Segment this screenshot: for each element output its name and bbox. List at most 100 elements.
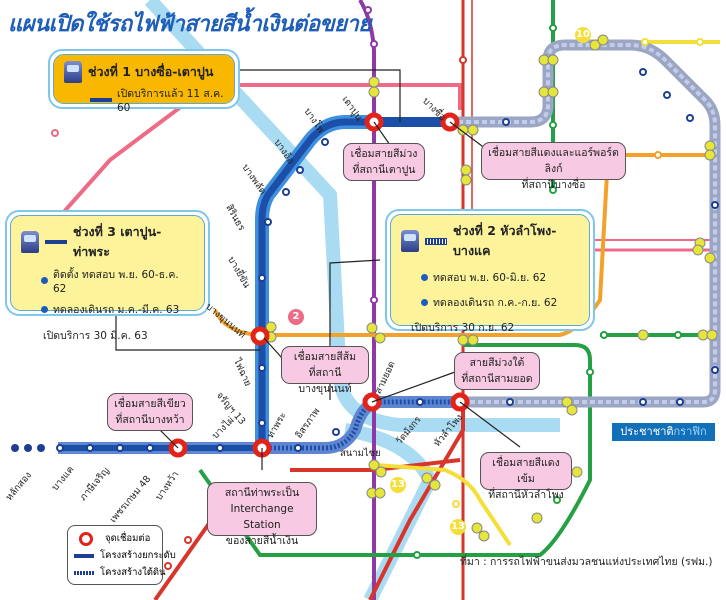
interchange-bang-khun-non [250, 326, 270, 346]
brand-part-2: กราฟิก [673, 425, 707, 438]
phase-3-heading: ช่วงที่ 3 เตาปูน-ท่าพระ [73, 224, 162, 259]
red-line-south [368, 400, 465, 600]
green-line-mid [198, 343, 592, 557]
station-markers [56, 68, 719, 452]
blue-existing-loop-dash [450, 43, 717, 404]
station-marker [506, 398, 514, 406]
callout-text: ของสายสีน้ำเงิน [225, 535, 299, 547]
callout-text: ที่สถานีบางขุนนนท์ [298, 367, 352, 395]
line-badge-gold-13b: 13 [450, 519, 466, 535]
elevated-line-icon [74, 553, 94, 558]
callout-text: ที่สถานีเตาปูน [352, 164, 416, 176]
orange-line [213, 153, 720, 337]
underground-line-icon [425, 237, 447, 245]
station-marker [258, 274, 266, 282]
brand-logo: ประชาชาติกราฟิก [612, 423, 715, 441]
interchange-ring-icon [79, 531, 93, 546]
station-marker [296, 166, 304, 174]
callout-text: เชื่อมสายสีแดงเข้ม [492, 457, 560, 485]
station-marker [258, 364, 266, 372]
bullet-icon [41, 306, 48, 313]
phase-2-card: ช่วงที่ 2 หัวลำโพง-บางแค ทดสอบ พ.ย. 60-ม… [385, 209, 595, 334]
station-marker [711, 201, 719, 209]
station-marker [663, 91, 671, 99]
phase-3-step-2: ทดลองเดินรถ ม.ค.-มี.ค. 63 [53, 304, 180, 316]
phase-3-opening: เปิดบริการ 30 มี.ค. 63 [43, 330, 148, 342]
purple-line [358, 0, 376, 600]
leader-lines [115, 69, 521, 470]
callout-bang-khun-non: เชื่อมสายสีส้ม ที่สถานีบางขุนนนท์ [281, 346, 369, 395]
continuation-dot [11, 444, 19, 452]
station-marker [639, 398, 647, 406]
phase3-track [258, 118, 374, 448]
elevated-line-icon [45, 240, 67, 244]
phase-2-opening: เปิดบริการ 30 ก.ย. 62 [411, 322, 515, 334]
station-marker [56, 444, 64, 452]
line-badge-orange-2: 2 [288, 309, 304, 325]
legend-interchange: จุดเชื่อมต่อ [105, 533, 151, 544]
callout-text: เชื่อมสายสีเขียว [114, 398, 186, 410]
map-legend: จุดเชื่อมต่อ โครงสร้างยกระดับ โครงสร้างใ… [67, 525, 176, 585]
bullet-icon [41, 277, 48, 284]
bullet-icon [421, 274, 428, 281]
station-marker [116, 444, 124, 452]
legend-underground: โครงสร้างใต้ดิน [100, 567, 166, 578]
callout-bang-wa: เชื่อมสายสีเขียว ที่สถานีบางหว้า [107, 393, 193, 431]
callout-sam-yot: สายสีม่วงใต้ ที่สถานีสามยอด [454, 352, 540, 390]
station-marker [711, 366, 719, 374]
legend-elevated: โครงสร้างยกระดับ [100, 550, 176, 561]
phase-2-step-2: ทดลองเดินรถ ก.ค.-ก.ย. 62 [433, 297, 558, 309]
station-marker [416, 398, 424, 406]
transfer-dots [265, 34, 718, 542]
phase-1-status: เปิดบริการแล้ว 11 ส.ค. 60 [117, 88, 224, 114]
phase-3-card: ช่วงที่ 3 เตาปูน-ท่าพระ ติดตั้ง ทดสอบ พ.… [5, 210, 210, 342]
underground-line-icon [74, 570, 94, 575]
source-credit: ที่มา : การรถไฟฟ้าขนส่งมวลชนแห่งประเทศไท… [460, 556, 713, 568]
station-marker [282, 188, 290, 196]
phase-1-heading: ช่วงที่ 1 บางซื่อ-เตาปูน [88, 64, 214, 79]
elevated-line-icon [90, 97, 112, 102]
station-marker [86, 444, 94, 452]
station-marker [676, 398, 684, 406]
phase-3-step-1: ติดตั้ง ทดสอบ พ.ย. 60-ธ.ค. 62 [53, 269, 179, 295]
train-icon [401, 230, 419, 252]
station-marker [294, 444, 302, 452]
yellow-line-13 [374, 463, 512, 547]
callout-bang-sue: เชื่อมสายสีแดงและแอร์พอร์ตลิงก์ ที่สถานี… [481, 142, 626, 191]
callout-text: Interchange Station [230, 503, 294, 531]
phase-1-card: ช่วงที่ 1 บางซื่อ-เตาปูน เปิดบริการแล้ว … [48, 49, 240, 114]
station-marker [502, 118, 510, 126]
line-badge-yellow-10: 10 [575, 27, 591, 43]
station-marker [332, 428, 340, 436]
phase-2-heading: ช่วงที่ 2 หัวลำโพง-บางแค [453, 223, 557, 258]
callout-text: ที่สถานีสามยอด [461, 373, 533, 385]
callout-text: เชื่อมสายสีแดงและแอร์พอร์ตลิงก์ [488, 147, 619, 175]
callout-hua-lamphong: เชื่อมสายสีแดงเข้ม ที่สถานีหัวลำโพง [480, 452, 572, 501]
train-icon [64, 61, 82, 83]
brand-part-1: ประชาชาติ [620, 425, 674, 438]
continuation-dot [24, 444, 32, 452]
phase-2-step-1: ทดสอบ พ.ย. 60-มิ.ย. 62 [433, 272, 547, 284]
station-marker [686, 114, 694, 122]
continuation-dot [37, 444, 45, 452]
station-marker [216, 444, 224, 452]
callout-text: เชื่อมสายสีส้ม [293, 351, 357, 363]
interchange-rings [168, 112, 470, 458]
station-marker [639, 68, 647, 76]
callout-text: ที่สถานีหัวลำโพง [488, 489, 564, 501]
callout-tha-phra: สถานีท่าพระเป็น Interchange Station ของส… [207, 482, 317, 547]
station-label-sanam-chai: สนามไชย [340, 448, 381, 459]
station-marker [321, 138, 329, 146]
red-line-sw [153, 513, 217, 600]
callout-tao-poon: เชื่อมสายสีม่วง ที่สถานีเตาปูน [343, 143, 425, 181]
train-icon [21, 231, 39, 253]
station-marker [146, 444, 154, 452]
callout-text: เชื่อมสายสีม่วง [350, 148, 418, 160]
callout-text: ที่สถานีบางซื่อ [521, 179, 586, 191]
callout-text: สถานีท่าพระเป็น [224, 487, 300, 499]
station-marker [264, 218, 272, 226]
callout-text: สายสีม่วงใต้ [469, 357, 525, 369]
page-title: แผนเปิดใช้รถไฟฟ้าสายสีน้ำเงินต่อขยาย [8, 12, 371, 37]
station-marker [258, 419, 266, 427]
